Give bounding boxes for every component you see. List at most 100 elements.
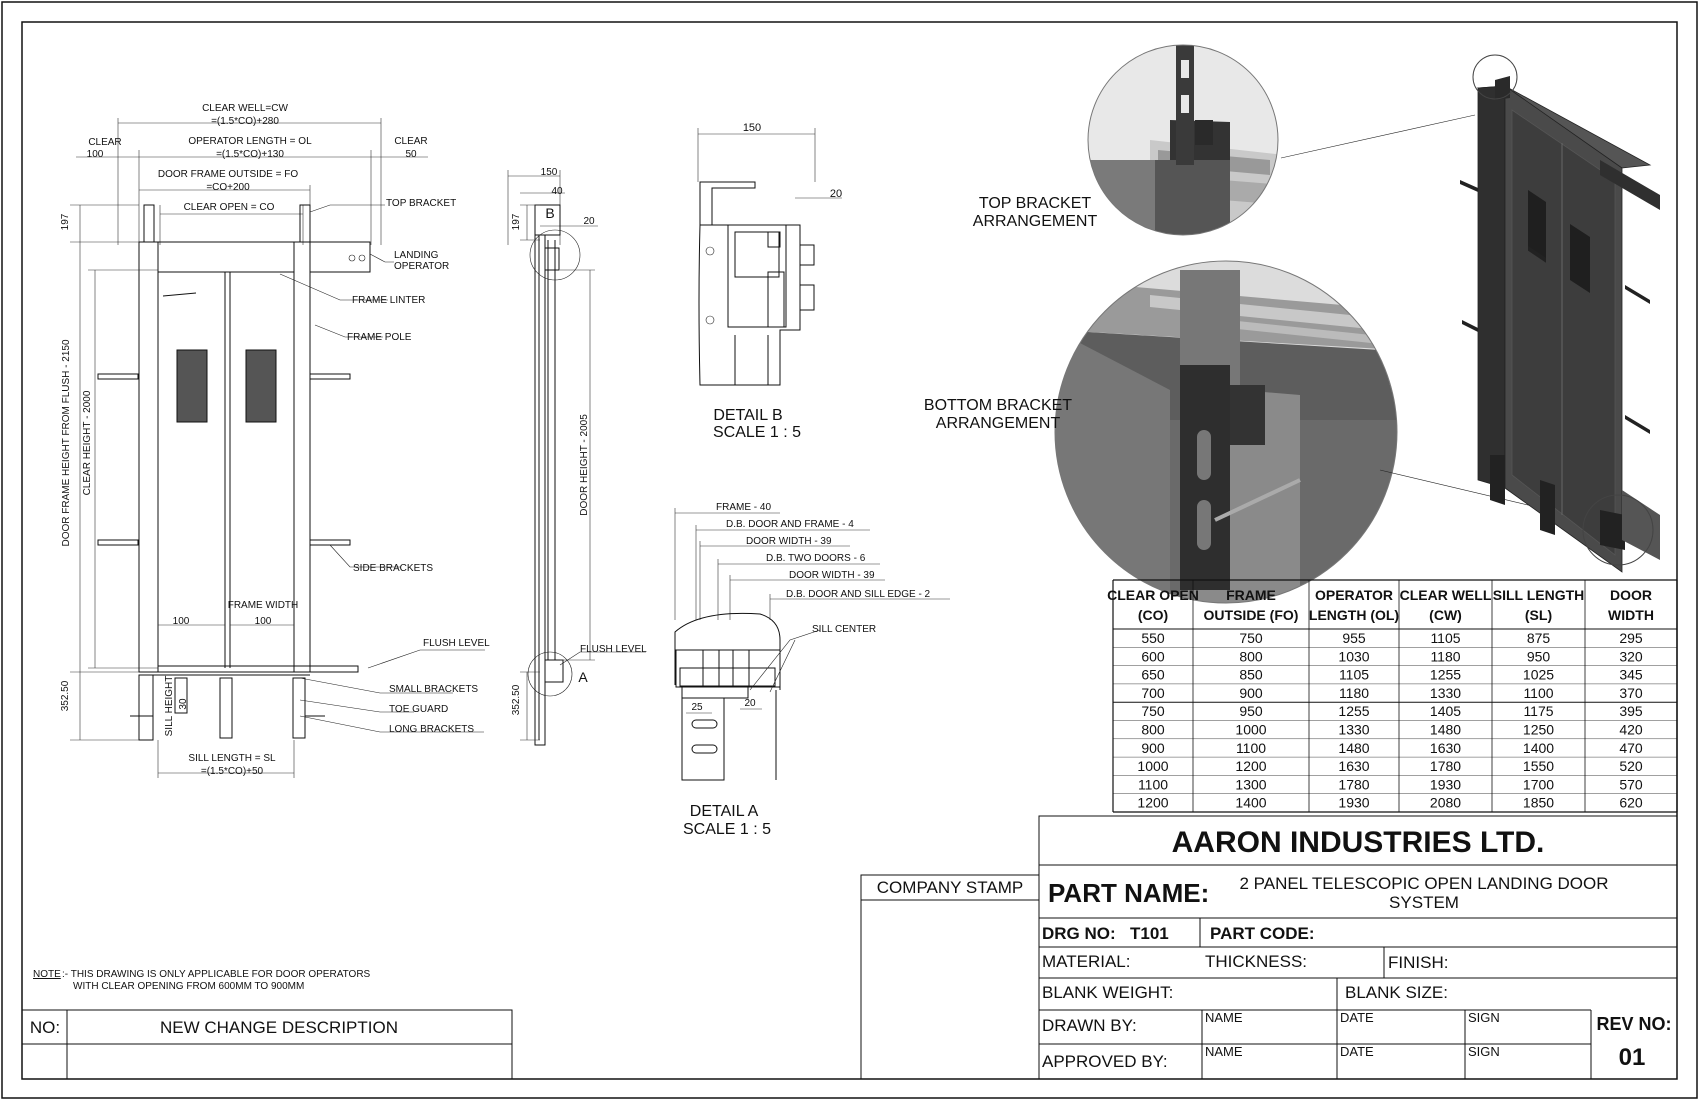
sill-length-line2: =(1.5*CO)+50	[201, 766, 264, 777]
clear-open-label: CLEAR OPEN = CO	[184, 202, 275, 213]
blank-size-label: BLANK SIZE:	[1345, 983, 1448, 1002]
table-cell: 1405	[1430, 703, 1461, 719]
approved-sign-label: SIGN	[1468, 1044, 1500, 1059]
part-code-label: PART CODE:	[1210, 924, 1315, 943]
table-cell: 1255	[1430, 667, 1461, 683]
table-cell: 600	[1141, 648, 1165, 664]
table-cell: 950	[1527, 648, 1551, 664]
table-cell: 650	[1141, 667, 1165, 683]
note-line2: WITH CLEAR OPENING FROM 600MM TO 900MM	[73, 981, 304, 992]
side-view	[507, 170, 646, 746]
table-cell: 875	[1527, 630, 1551, 646]
table-cell: 1700	[1523, 776, 1554, 792]
table-cell: 750	[1141, 703, 1165, 719]
table-cell: 2080	[1430, 795, 1461, 811]
front-view	[70, 118, 485, 778]
side-dim-150: 150	[541, 167, 558, 178]
table-header-cell: CLEAR WELL	[1400, 587, 1492, 603]
table-cell: 1250	[1523, 722, 1554, 738]
table-cell: 1100	[1236, 740, 1266, 756]
table-cell: 955	[1342, 630, 1366, 646]
revision-no-label: NO:	[30, 1018, 60, 1037]
revision-block	[21, 1009, 513, 1080]
table-cell: 1105	[1339, 667, 1369, 683]
table-header-cell: CLEAR OPEN	[1107, 587, 1199, 603]
table-header-cell: SILL LENGTH	[1493, 587, 1585, 603]
drg-no-value: T101	[1130, 924, 1169, 943]
landing-operator-line2: OPERATOR	[394, 261, 449, 272]
dim-100-left: 100	[173, 616, 190, 627]
detail-a-view	[674, 508, 950, 781]
table-cell: 750	[1239, 630, 1263, 646]
side-marker-b: B	[545, 205, 554, 221]
clear-height-label: CLEAR HEIGHT - 2000	[82, 390, 93, 495]
table-header-cell: DOOR	[1610, 587, 1652, 603]
drg-no-label: DRG NO:	[1042, 924, 1116, 943]
frame-width-line1: FRAME WIDTH	[228, 600, 299, 611]
table-cell: 1200	[1137, 795, 1168, 811]
clear-left-label: CLEAR	[88, 137, 121, 148]
detail-a-dim-25: 25	[691, 702, 703, 713]
detail-a-title: DETAIL A	[690, 803, 759, 820]
frame-width-line2: 100	[255, 616, 272, 627]
table-cell: 1630	[1338, 758, 1369, 774]
side-dim-197: 197	[511, 213, 522, 230]
table-cell: 1030	[1338, 648, 1369, 664]
table-cell: 1930	[1338, 795, 1369, 811]
detail-a-sill-center: SILL CENTER	[812, 624, 876, 635]
approved-by-label: APPROVED BY:	[1042, 1052, 1168, 1071]
finish-label: FINISH:	[1388, 953, 1448, 972]
table-cell: 620	[1619, 795, 1643, 811]
top-bracket-arrangement-line1: TOP BRACKET	[979, 195, 1092, 212]
table-cell: 1200	[1235, 758, 1266, 774]
detail-a-dim-20: 20	[744, 698, 756, 709]
table-cell: 550	[1141, 630, 1165, 646]
table-cell: 1175	[1523, 703, 1553, 719]
blank-weight-label: BLANK WEIGHT:	[1042, 983, 1173, 1002]
table-cell: 800	[1141, 722, 1165, 738]
clear-left-value: 100	[87, 149, 104, 160]
landing-operator-line1: LANDING	[394, 250, 439, 261]
company-stamp-label: COMPANY STAMP	[877, 878, 1023, 897]
table-cell: 1930	[1430, 776, 1461, 792]
drawn-name-label: NAME	[1205, 1010, 1243, 1025]
bottom-bracket-arrangement-line2: ARRANGEMENT	[936, 415, 1061, 432]
table-cell: 1330	[1430, 685, 1461, 701]
table-cell: 570	[1619, 776, 1643, 792]
table-cell: 1850	[1523, 795, 1554, 811]
detail-a-db-door-frame: D.B. DOOR AND FRAME - 4	[726, 519, 854, 530]
material-label: MATERIAL:	[1042, 952, 1130, 971]
clear-right-label: CLEAR	[394, 136, 427, 147]
side-brackets-label: SIDE BRACKETS	[353, 563, 433, 574]
note-label: NOTE	[33, 969, 61, 980]
table-cell: 700	[1141, 685, 1165, 701]
company-name: AARON INDUSTRIES LTD.	[1172, 826, 1545, 859]
side-flush-level: FLUSH LEVEL	[580, 644, 647, 655]
table-cell: 800	[1239, 648, 1263, 664]
table-cell: 1480	[1430, 722, 1461, 738]
table-cell: 1780	[1430, 758, 1461, 774]
approved-date-label: DATE	[1340, 1044, 1374, 1059]
bottom-bracket-arrangement-line1: BOTTOM BRACKET	[924, 397, 1072, 414]
table-cell: 1480	[1338, 740, 1369, 756]
clear-well-line1: CLEAR WELL=CW	[202, 103, 288, 114]
table-cell: 1400	[1523, 740, 1554, 756]
drawn-sign-label: SIGN	[1468, 1010, 1500, 1025]
table-cell: 345	[1619, 667, 1643, 683]
detail-a-door-width-1: DOOR WIDTH - 39	[746, 536, 832, 547]
side-dim-40: 40	[551, 186, 563, 197]
drawn-by-label: DRAWN BY:	[1042, 1016, 1137, 1035]
sill-height-line2: 30	[178, 698, 189, 710]
operator-length-line2: =(1.5*CO)+130	[216, 149, 284, 160]
frame-linter-label: FRAME LINTER	[352, 295, 425, 306]
table-cell: 1330	[1338, 722, 1369, 738]
inner-border	[21, 21, 1678, 1080]
table-cell: 1255	[1338, 703, 1369, 719]
door-frame-outside-line2: =CO+200	[206, 182, 250, 193]
sill-length-line1: SILL LENGTH = SL	[188, 753, 276, 764]
table-header-cell: (CW)	[1429, 607, 1462, 623]
frame-pole-label: FRAME POLE	[347, 332, 412, 343]
table-cell: 850	[1239, 667, 1263, 683]
